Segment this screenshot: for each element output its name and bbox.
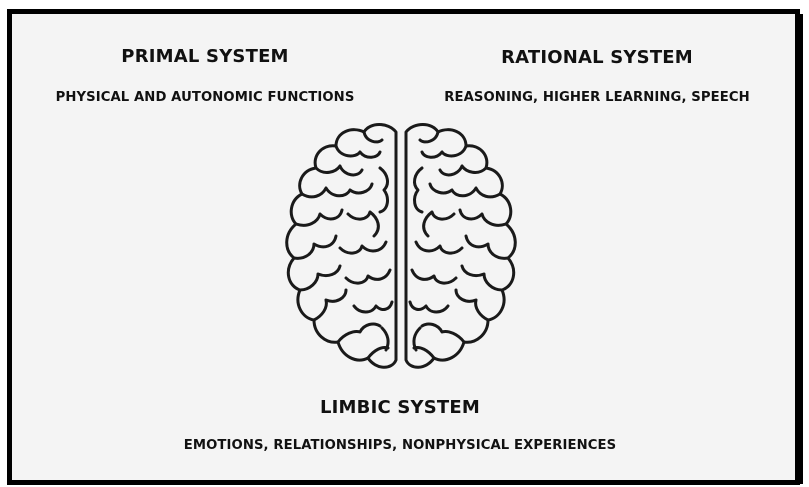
brain-icon (285, 123, 517, 369)
primal-system-description: PHYSICAL AND AUTONOMIC FUNCTIONS (55, 90, 355, 105)
diagram-frame (7, 9, 800, 485)
primal-system-title: PRIMAL SYSTEM (121, 46, 289, 67)
limbic-system-description: EMOTIONS, RELATIONSHIPS, NONPHYSICAL EXP… (183, 438, 617, 453)
limbic-system-title: LIMBIC SYSTEM (319, 397, 481, 418)
rational-system-title: RATIONAL SYSTEM (501, 47, 693, 68)
rational-system-description: REASONING, HIGHER LEARNING, SPEECH (444, 90, 750, 105)
